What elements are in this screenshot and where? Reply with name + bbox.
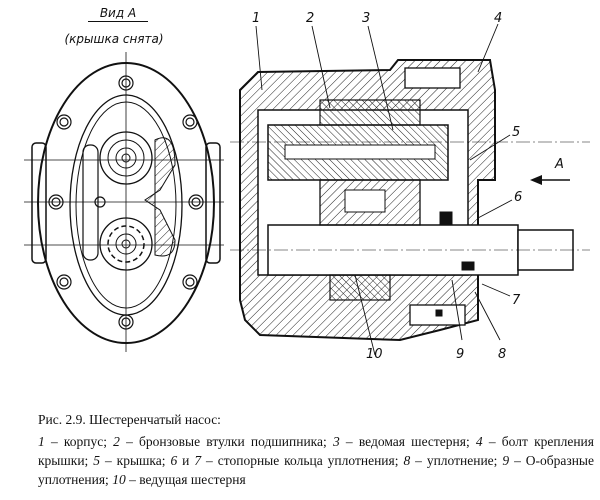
legend-text: – корпус; [44,434,114,449]
view-direction-arrow: A [530,157,570,185]
callout-2: 2 [306,11,314,26]
section-drawing [230,59,590,342]
legend-text: и [177,453,195,468]
legend-num: 4 [475,434,483,449]
legend-num: 10 [112,472,126,487]
callout-6: 6 [514,190,522,205]
callout-numbers: 1 2 3 4 5 6 7 8 9 10 [252,11,522,362]
legend-num: 1 [38,434,45,449]
bronze-bushing [319,99,421,126]
figure-legend: 1 – корпус; 2 – бронзовые втулки подшипн… [38,432,594,489]
callout-4: 4 [494,11,502,26]
leader-lines [255,23,513,356]
gear-pump-drawing: A 1 2 3 4 5 6 7 8 9 10 [24,11,590,362]
legend-num: 8 [403,453,411,468]
arrow-label: A [554,157,564,172]
legend-text: – болт крепления крышки; [38,434,594,468]
legend-num: 3 [332,434,340,449]
callout-8: 8 [498,347,506,362]
legend-text: – крышка; [100,453,171,468]
callout-9: 9 [456,347,464,362]
callout-1: 1 [252,11,260,26]
legend-num: 6 [170,453,178,468]
callout-10: 10 [366,347,383,362]
legend-text: – О-образные уплотнения; [38,453,594,487]
legend-num: 2 [113,434,120,449]
legend-num: 7 [194,453,202,468]
view-a-drawing [24,52,224,352]
legend-text: – ведущая шестерня [125,472,246,487]
view-a-subtitle: (крышка снята) [64,32,164,46]
callout-7: 7 [512,293,521,308]
legend-text: – бронзовые втулки подшипника; [119,434,333,449]
figure-caption: Рис. 2.9. Шестеренчатый насос: [38,412,221,427]
view-a-title: Вид А [88,6,148,22]
legend-num: 9 [502,453,510,468]
legend-text: – уплотнение; [410,453,503,468]
legend-num: 5 [93,453,101,468]
cover-bolt-top [404,67,461,89]
callout-3: 3 [362,11,370,26]
pump-body-outline [37,62,215,344]
legend-text: – стопорные кольца уплотнения; [201,453,404,468]
legend-text: – ведомая шестерня; [339,434,476,449]
callout-5: 5 [512,125,520,140]
